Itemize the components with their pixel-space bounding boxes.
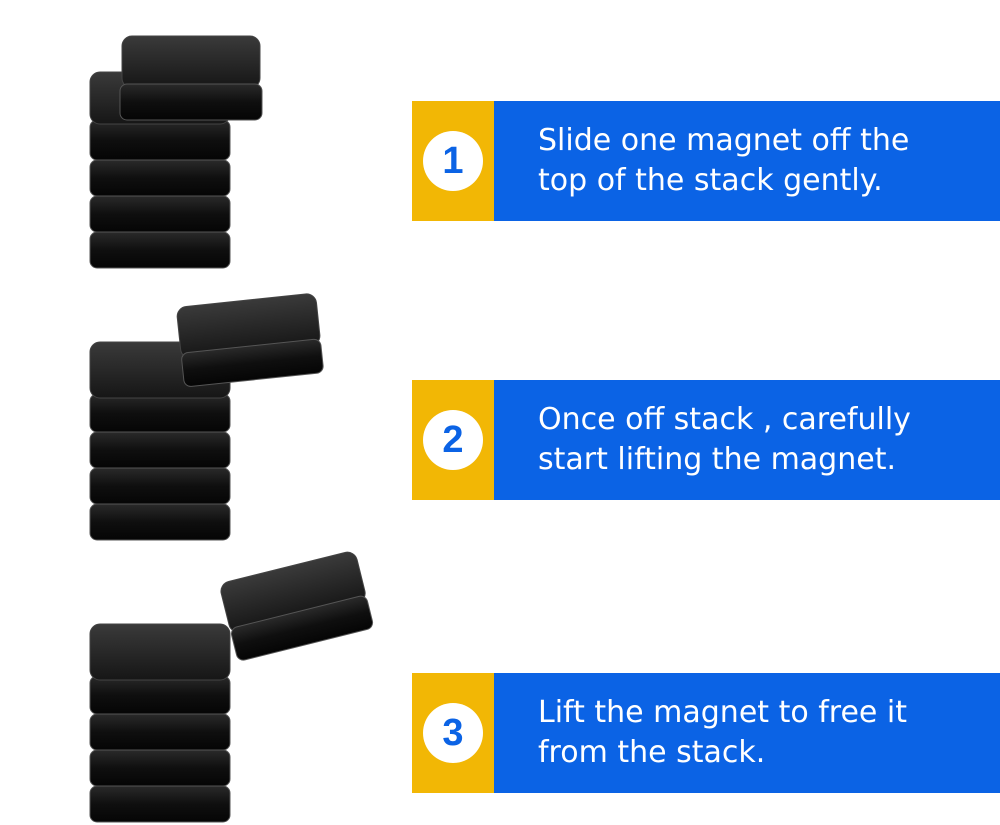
step-2-text: Once off stack , carefully start lifting… [538, 402, 911, 477]
magnet-stack-1-icon [89, 35, 263, 269]
step-3-badge: 3 [412, 673, 494, 793]
step-1-text: Slide one magnet off the top of the stac… [538, 123, 910, 198]
step-2-panel: 2 Once off stack , carefully start lifti… [412, 380, 1000, 500]
step-2-number: 2 [423, 410, 483, 470]
step-3-panel: 3 Lift the magnet to free it from the st… [412, 673, 1000, 793]
lifting-magnet-2-icon [176, 293, 324, 387]
magnet-stack-3-icon [89, 551, 374, 823]
magnet-stack-2-icon [89, 293, 324, 541]
freed-magnet-3-icon [220, 551, 374, 661]
step-3-number: 3 [423, 703, 483, 763]
step-1-panel: 1 Slide one magnet off the top of the st… [412, 101, 1000, 221]
step-1-number: 1 [423, 131, 483, 191]
step-1-text-panel: Slide one magnet off the top of the stac… [494, 101, 1000, 221]
sliding-magnet-1-icon [119, 35, 263, 121]
step-3-text: Lift the magnet to free it from the stac… [538, 695, 908, 770]
magnet-illustrations [89, 35, 374, 823]
step-1-badge: 1 [412, 101, 494, 221]
step-3-text-panel: Lift the magnet to free it from the stac… [494, 673, 1000, 793]
step-2-badge: 2 [412, 380, 494, 500]
step-2-text-panel: Once off stack , carefully start lifting… [494, 380, 1000, 500]
